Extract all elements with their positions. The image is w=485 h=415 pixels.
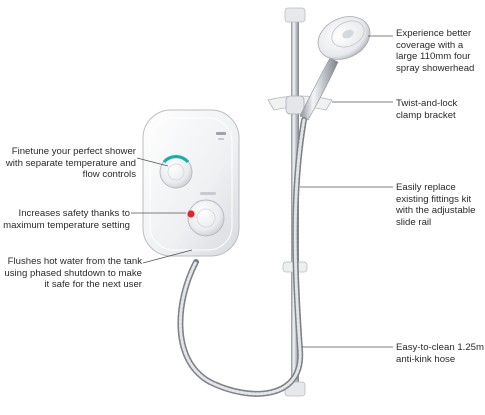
callout-max-temperature: Increases safety thanks to maximum tempe… — [3, 208, 130, 231]
temperature-control-knob — [187, 199, 225, 237]
anti-kink-hose — [177, 117, 307, 397]
flow-control-knob — [159, 155, 193, 189]
shower-handset — [299, 16, 371, 121]
callout-slide-rail: Easily replace existing fittings kit wit… — [396, 182, 476, 228]
callout-phased-shutdown: Flushes hot water from the tank using ph… — [4, 256, 142, 291]
callout-finetune-controls: Finetune your perfect shower with separa… — [5, 146, 136, 181]
callout-hose: Easy-to-clean 1.25m anti-kink hose — [396, 342, 484, 365]
electric-shower-unit — [142, 109, 240, 257]
leader-lines — [131, 35, 393, 348]
callout-showerhead: Experience better coverage with a large … — [396, 28, 475, 74]
clamp-bracket — [267, 95, 333, 115]
callout-clamp-bracket: Twist-and-lock clamp bracket — [396, 98, 458, 121]
